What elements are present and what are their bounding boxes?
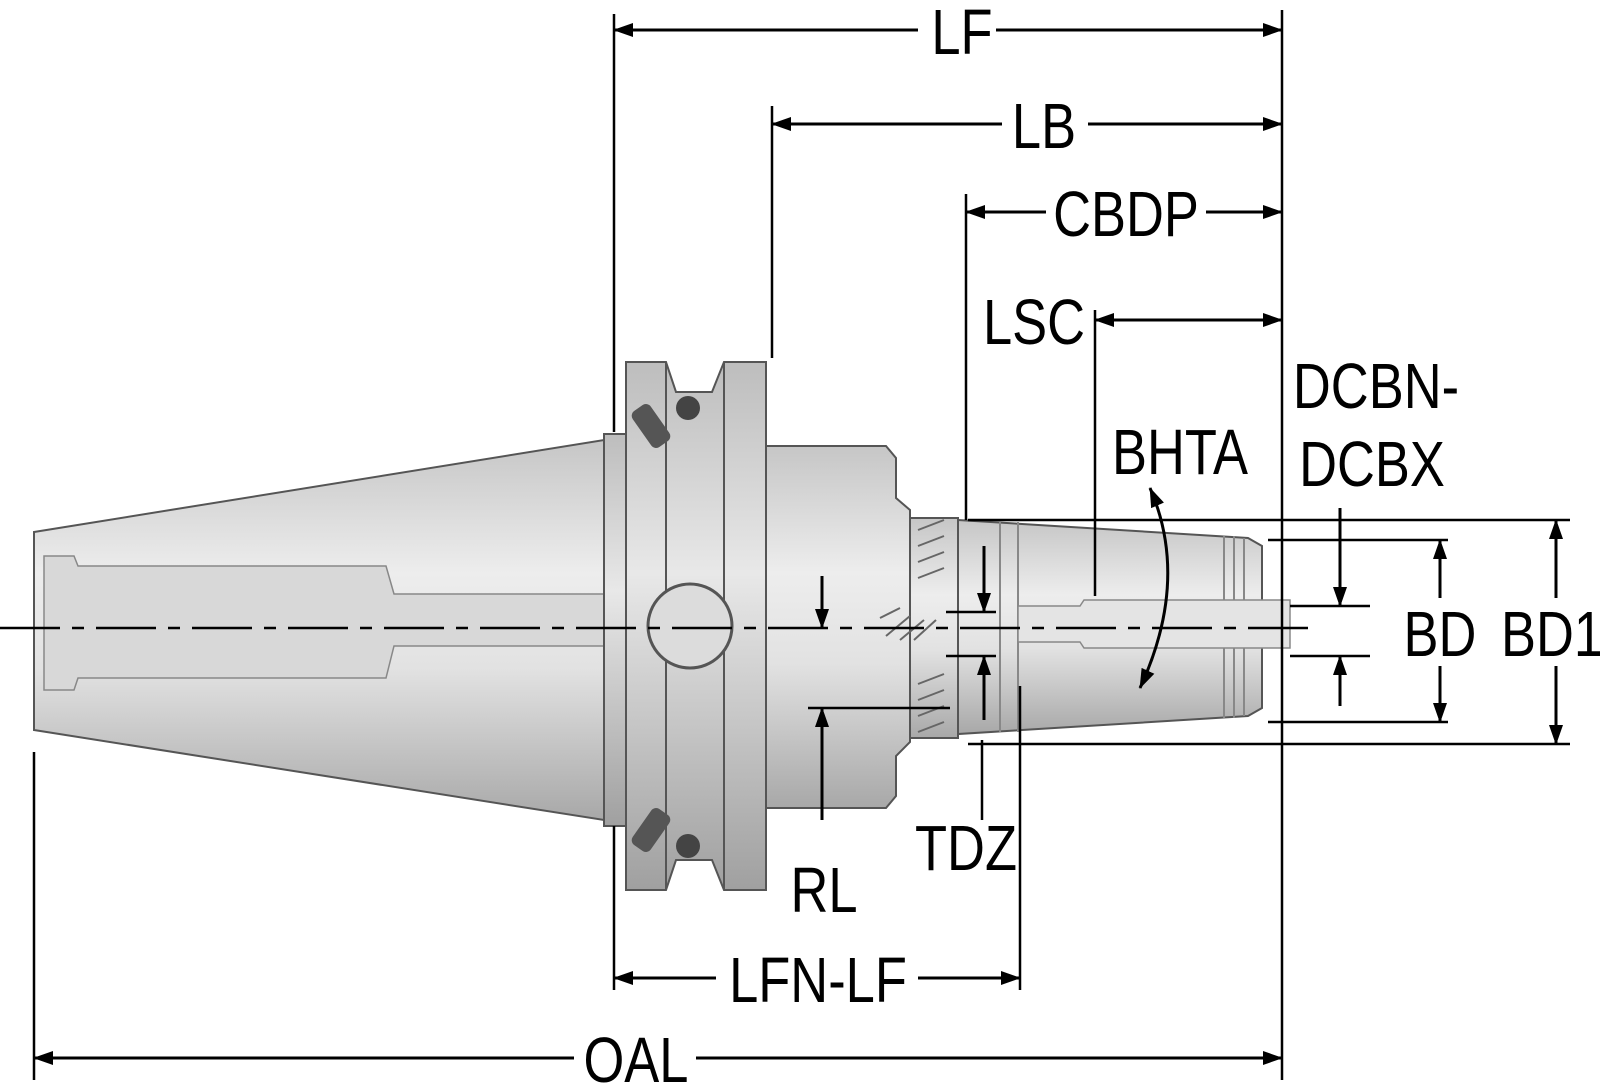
orientation-notch-bottom xyxy=(631,808,671,852)
label-lb: LB xyxy=(1012,91,1076,162)
body-neck xyxy=(765,445,911,809)
label-bd1: BD1 xyxy=(1501,599,1600,670)
dimension-rl: RL xyxy=(790,576,858,926)
label-dcbn: DCBN- xyxy=(1293,351,1459,422)
label-rl: RL xyxy=(790,855,857,926)
dimension-oal: OAL xyxy=(33,1025,1283,1086)
label-cbdp: CBDP xyxy=(1053,179,1199,250)
label-tdz: TDZ xyxy=(915,813,1017,884)
dimension-cbdp: CBDP xyxy=(965,179,1283,250)
dimension-dcbn-dcbx: DCBN- DCBX xyxy=(1293,351,1459,706)
drive-key-hole xyxy=(646,582,734,670)
dimension-bd: BD xyxy=(1404,539,1477,723)
label-bhta: BHTA xyxy=(1112,417,1248,488)
tool-holder-body xyxy=(33,361,1291,891)
label-lsc: LSC xyxy=(983,287,1085,358)
dimension-lfn-lf: LFN-LF xyxy=(613,945,1021,1016)
dimension-lf: LF xyxy=(613,0,1283,68)
gauge-ring xyxy=(603,433,627,827)
label-dcbx: DCBX xyxy=(1299,429,1445,500)
dimension-bhta: BHTA xyxy=(1112,417,1248,689)
extension-lines xyxy=(32,10,1570,1080)
orientation-pin-top xyxy=(676,396,700,420)
label-oal: OAL xyxy=(583,1025,688,1086)
collet-bore xyxy=(1017,599,1291,649)
label-bd: BD xyxy=(1404,599,1477,670)
dimension-lsc: LSC xyxy=(983,287,1283,358)
dimension-bd1: BD1 xyxy=(1501,519,1600,745)
orientation-notch-top xyxy=(631,404,671,448)
dimension-lb: LB xyxy=(771,91,1283,162)
label-lfn-lf: LFN-LF xyxy=(729,945,907,1016)
orientation-pin-bottom xyxy=(676,834,700,858)
dimension-tdz: TDZ xyxy=(915,546,1017,884)
label-lf: LF xyxy=(931,0,992,68)
